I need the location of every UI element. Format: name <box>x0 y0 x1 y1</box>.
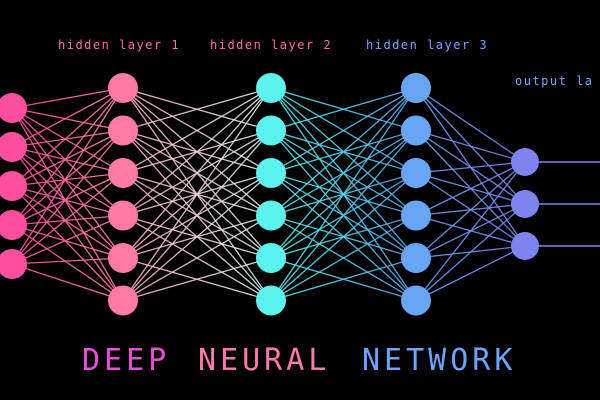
input-node-2 <box>0 171 27 201</box>
edge-l0-n3-to-l1-n3 <box>11 214 124 226</box>
input-node-4 <box>0 249 27 279</box>
edge-l0-n1-to-l1-n0 <box>11 87 124 148</box>
hidden_3-node-2 <box>401 158 431 188</box>
edge-l2-n5-to-l3-n0 <box>270 87 417 301</box>
edge-l0-n3-to-l1-n4 <box>11 224 124 259</box>
edge-l3-n1-to-l4-n0 <box>415 129 526 163</box>
edge-l0-n3-to-l1-n0 <box>11 87 124 226</box>
edge-l1-n5-to-l2-n2 <box>122 172 272 301</box>
edge-l3-n2-to-l4-n0 <box>415 161 526 174</box>
edge-l0-n1-to-l1-n5 <box>11 146 124 301</box>
hidden_2-node-3 <box>256 200 286 231</box>
edge-l0-n0-to-l1-n0 <box>11 87 124 109</box>
edge-l0-n1-to-l1-n2 <box>11 146 124 174</box>
edge-l2-n5-to-l3-n3 <box>270 214 417 302</box>
edge-l0-n4-to-l1-n2 <box>11 172 124 265</box>
title-word-deep: DEEP <box>82 343 170 378</box>
edge-l1-n1-to-l2-n0 <box>122 87 272 132</box>
output-layer-label: output la <box>515 74 594 88</box>
edge-l1-n5-to-l2-n4 <box>122 257 272 302</box>
edge-l0-n4-to-l1-n1 <box>11 130 124 265</box>
edge-l2-n5-to-l3-n1 <box>270 130 417 301</box>
hidden_2-node-4 <box>256 243 286 273</box>
edge-l3-n4-to-l4-n0 <box>415 161 526 259</box>
edge-l0-n0-to-l1-n5 <box>11 107 124 301</box>
edge-l2-n4-to-l3-n0 <box>270 87 417 259</box>
hidden_2-node-5 <box>256 285 286 316</box>
edge-l0-n2-to-l1-n0 <box>11 87 124 187</box>
edge-l1-n2-to-l2-n0 <box>122 87 272 174</box>
output-node-0 <box>511 148 539 176</box>
edge-l0-n1-to-l1-n3 <box>11 146 124 217</box>
edge-l0-n2-to-l1-n2 <box>11 172 124 187</box>
hidden_2-node-2 <box>256 158 286 188</box>
title-word-network: NETWORK <box>362 343 516 378</box>
hidden_1-node-3 <box>108 200 138 231</box>
edge-l0-n1-to-l1-n1 <box>11 129 124 148</box>
edge-l3-n5-to-l4-n2 <box>415 245 526 302</box>
hidden-layer-2-label: hidden layer 2 <box>210 38 332 52</box>
edge-l0-n3-to-l1-n1 <box>11 130 124 226</box>
edge-l0-n4-to-l1-n5 <box>11 263 124 302</box>
neuron-nodes <box>0 73 539 316</box>
hidden_1-node-2 <box>108 158 138 188</box>
edge-l0-n4-to-l1-n4 <box>11 257 124 265</box>
hidden_3-node-1 <box>401 115 431 146</box>
hidden_2-node-1 <box>256 115 286 146</box>
output-node-1 <box>511 190 539 218</box>
edge-l2-n2-to-l3-n0 <box>270 87 417 174</box>
edge-l2-n5-to-l3-n4 <box>270 257 417 302</box>
output-node-2 <box>511 232 539 260</box>
edge-l2-n1-to-l3-n0 <box>270 87 417 132</box>
hidden_1-node-5 <box>108 285 138 316</box>
hidden_1-node-4 <box>108 243 138 273</box>
edge-l0-n4-to-l1-n0 <box>11 87 124 265</box>
input-node-1 <box>0 132 27 162</box>
edge-l0-n4-to-l1-n3 <box>11 214 124 265</box>
input-node-0 <box>0 93 27 123</box>
edge-l1-n5-to-l2-n1 <box>122 130 272 301</box>
hidden_3-node-5 <box>401 285 431 316</box>
edge-l0-n1-to-l1-n4 <box>11 146 124 259</box>
edge-l1-n5-to-l2-n0 <box>122 87 272 301</box>
hidden_3-node-3 <box>401 200 431 231</box>
hidden_1-node-0 <box>108 73 138 103</box>
connection-edges <box>11 87 526 302</box>
edge-l1-n5-to-l2-n3 <box>122 214 272 302</box>
title-word-neural: NEURAL <box>198 343 330 378</box>
diagram-title: DEEP NEURAL NETWORK <box>82 343 516 378</box>
edge-l3-n5-to-l4-n1 <box>415 203 526 301</box>
hidden_1-node-1 <box>108 115 138 146</box>
hidden-layer-1-label: hidden layer 1 <box>58 38 180 52</box>
edge-l0-n0-to-l1-n3 <box>11 107 124 216</box>
edge-l0-n2-to-l1-n5 <box>11 185 124 301</box>
edge-l0-n2-to-l1-n3 <box>11 185 124 217</box>
edge-l0-n0-to-l1-n4 <box>11 107 124 259</box>
hidden_3-node-0 <box>401 73 431 103</box>
edge-l0-n3-to-l1-n5 <box>11 224 124 302</box>
edge-l3-n0-to-l4-n0 <box>415 87 526 163</box>
edge-l0-n0-to-l1-n2 <box>11 107 124 174</box>
edge-l1-n4-to-l2-n0 <box>122 87 272 259</box>
hidden-layer-3-label: hidden layer 3 <box>366 38 488 52</box>
edge-l3-n5-to-l4-n0 <box>415 161 526 301</box>
edge-l0-n3-to-l1-n2 <box>11 172 124 226</box>
edge-l1-n3-to-l2-n0 <box>122 87 272 216</box>
edge-l0-n0-to-l1-n1 <box>11 107 124 132</box>
edge-l3-n3-to-l4-n0 <box>415 161 526 217</box>
input-node-3 <box>0 210 27 240</box>
hidden_2-node-0 <box>256 73 286 103</box>
edge-l0-n2-to-l1-n1 <box>11 129 124 187</box>
edge-l2-n3-to-l3-n0 <box>270 87 417 216</box>
edge-l0-n2-to-l1-n4 <box>11 185 124 259</box>
edge-l2-n5-to-l3-n2 <box>270 172 417 301</box>
hidden_3-node-4 <box>401 243 431 273</box>
